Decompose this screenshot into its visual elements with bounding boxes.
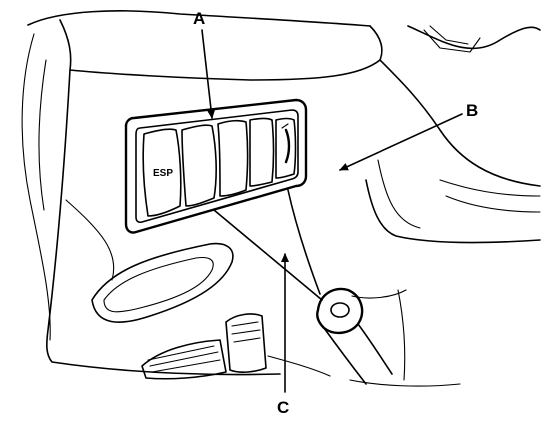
callout-line-a: [201, 29, 216, 119]
label-b: B: [466, 101, 478, 120]
release-lever: [213, 189, 461, 387]
pedals: [141, 313, 331, 380]
label-c: C: [277, 398, 289, 417]
callouts: A B C: [193, 9, 478, 417]
callout-line-b: [339, 113, 463, 171]
lower-vent: [91, 242, 234, 323]
switch-panel: ESP: [124, 98, 308, 234]
label-a: A: [193, 9, 205, 28]
blank-switch-1: [181, 124, 217, 207]
blank-switch-2: [217, 119, 249, 197]
blank-switch-3: [249, 117, 275, 187]
right-trim: [365, 25, 541, 244]
esp-switch: ESP: [142, 128, 182, 217]
dial-switch: [275, 117, 297, 179]
esp-label: ESP: [153, 168, 173, 179]
dashboard-outline: [21, 10, 383, 376]
